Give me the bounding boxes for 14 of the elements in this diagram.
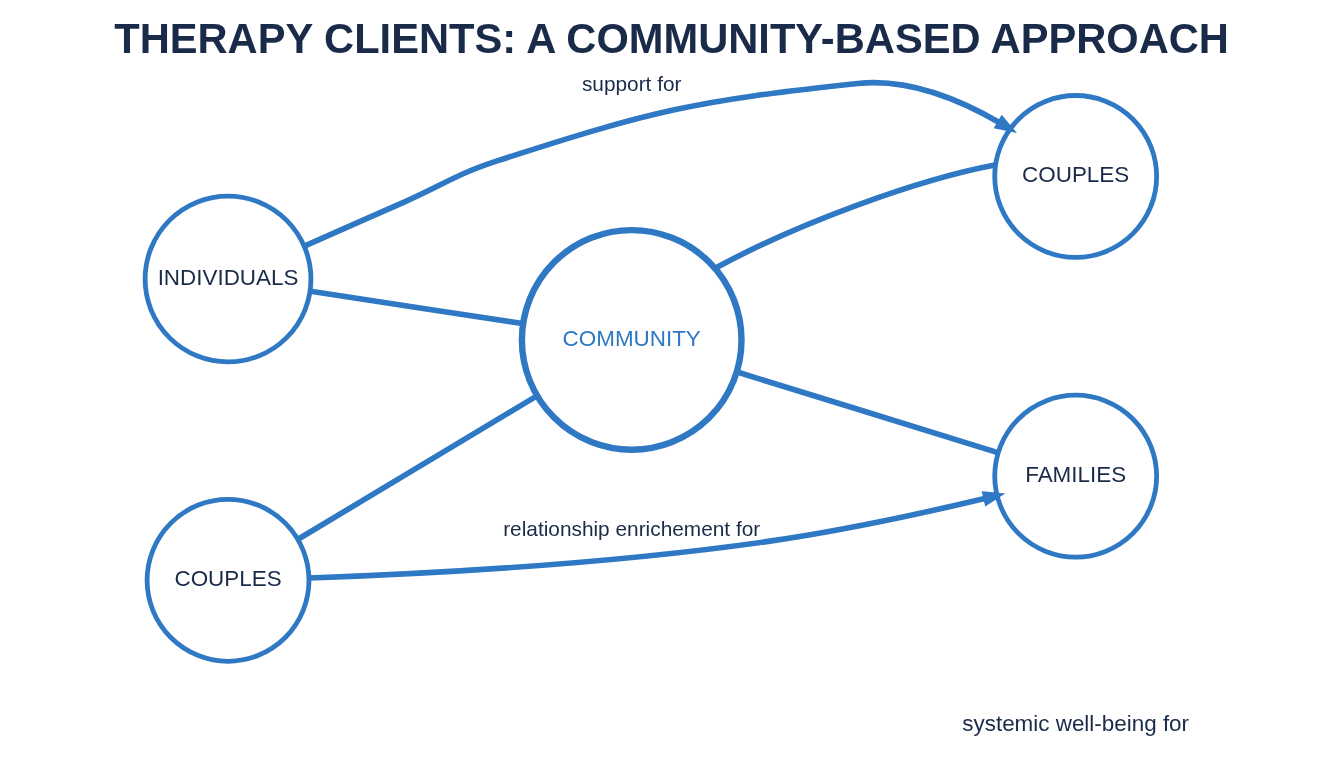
diagram-title: THERAPY CLIENTS: A COMMUNITY-BASED APPROACH (114, 14, 1229, 62)
node-circle: COUPLES (144, 497, 312, 664)
connector (713, 162, 996, 271)
label: systemic well-being for (962, 710, 1190, 736)
arrow (309, 491, 1006, 581)
connector (736, 369, 999, 456)
arrow (303, 79, 1017, 249)
node-circle: FAMILIES (992, 392, 1160, 560)
edge-label: support for (581, 71, 682, 95)
edge-label: relationship enrichement for (503, 517, 761, 541)
node-circle: INDIVIDUALS (142, 193, 314, 365)
node-circle: COMMUNITY (518, 226, 745, 453)
connector (296, 393, 538, 542)
connector (310, 288, 524, 327)
